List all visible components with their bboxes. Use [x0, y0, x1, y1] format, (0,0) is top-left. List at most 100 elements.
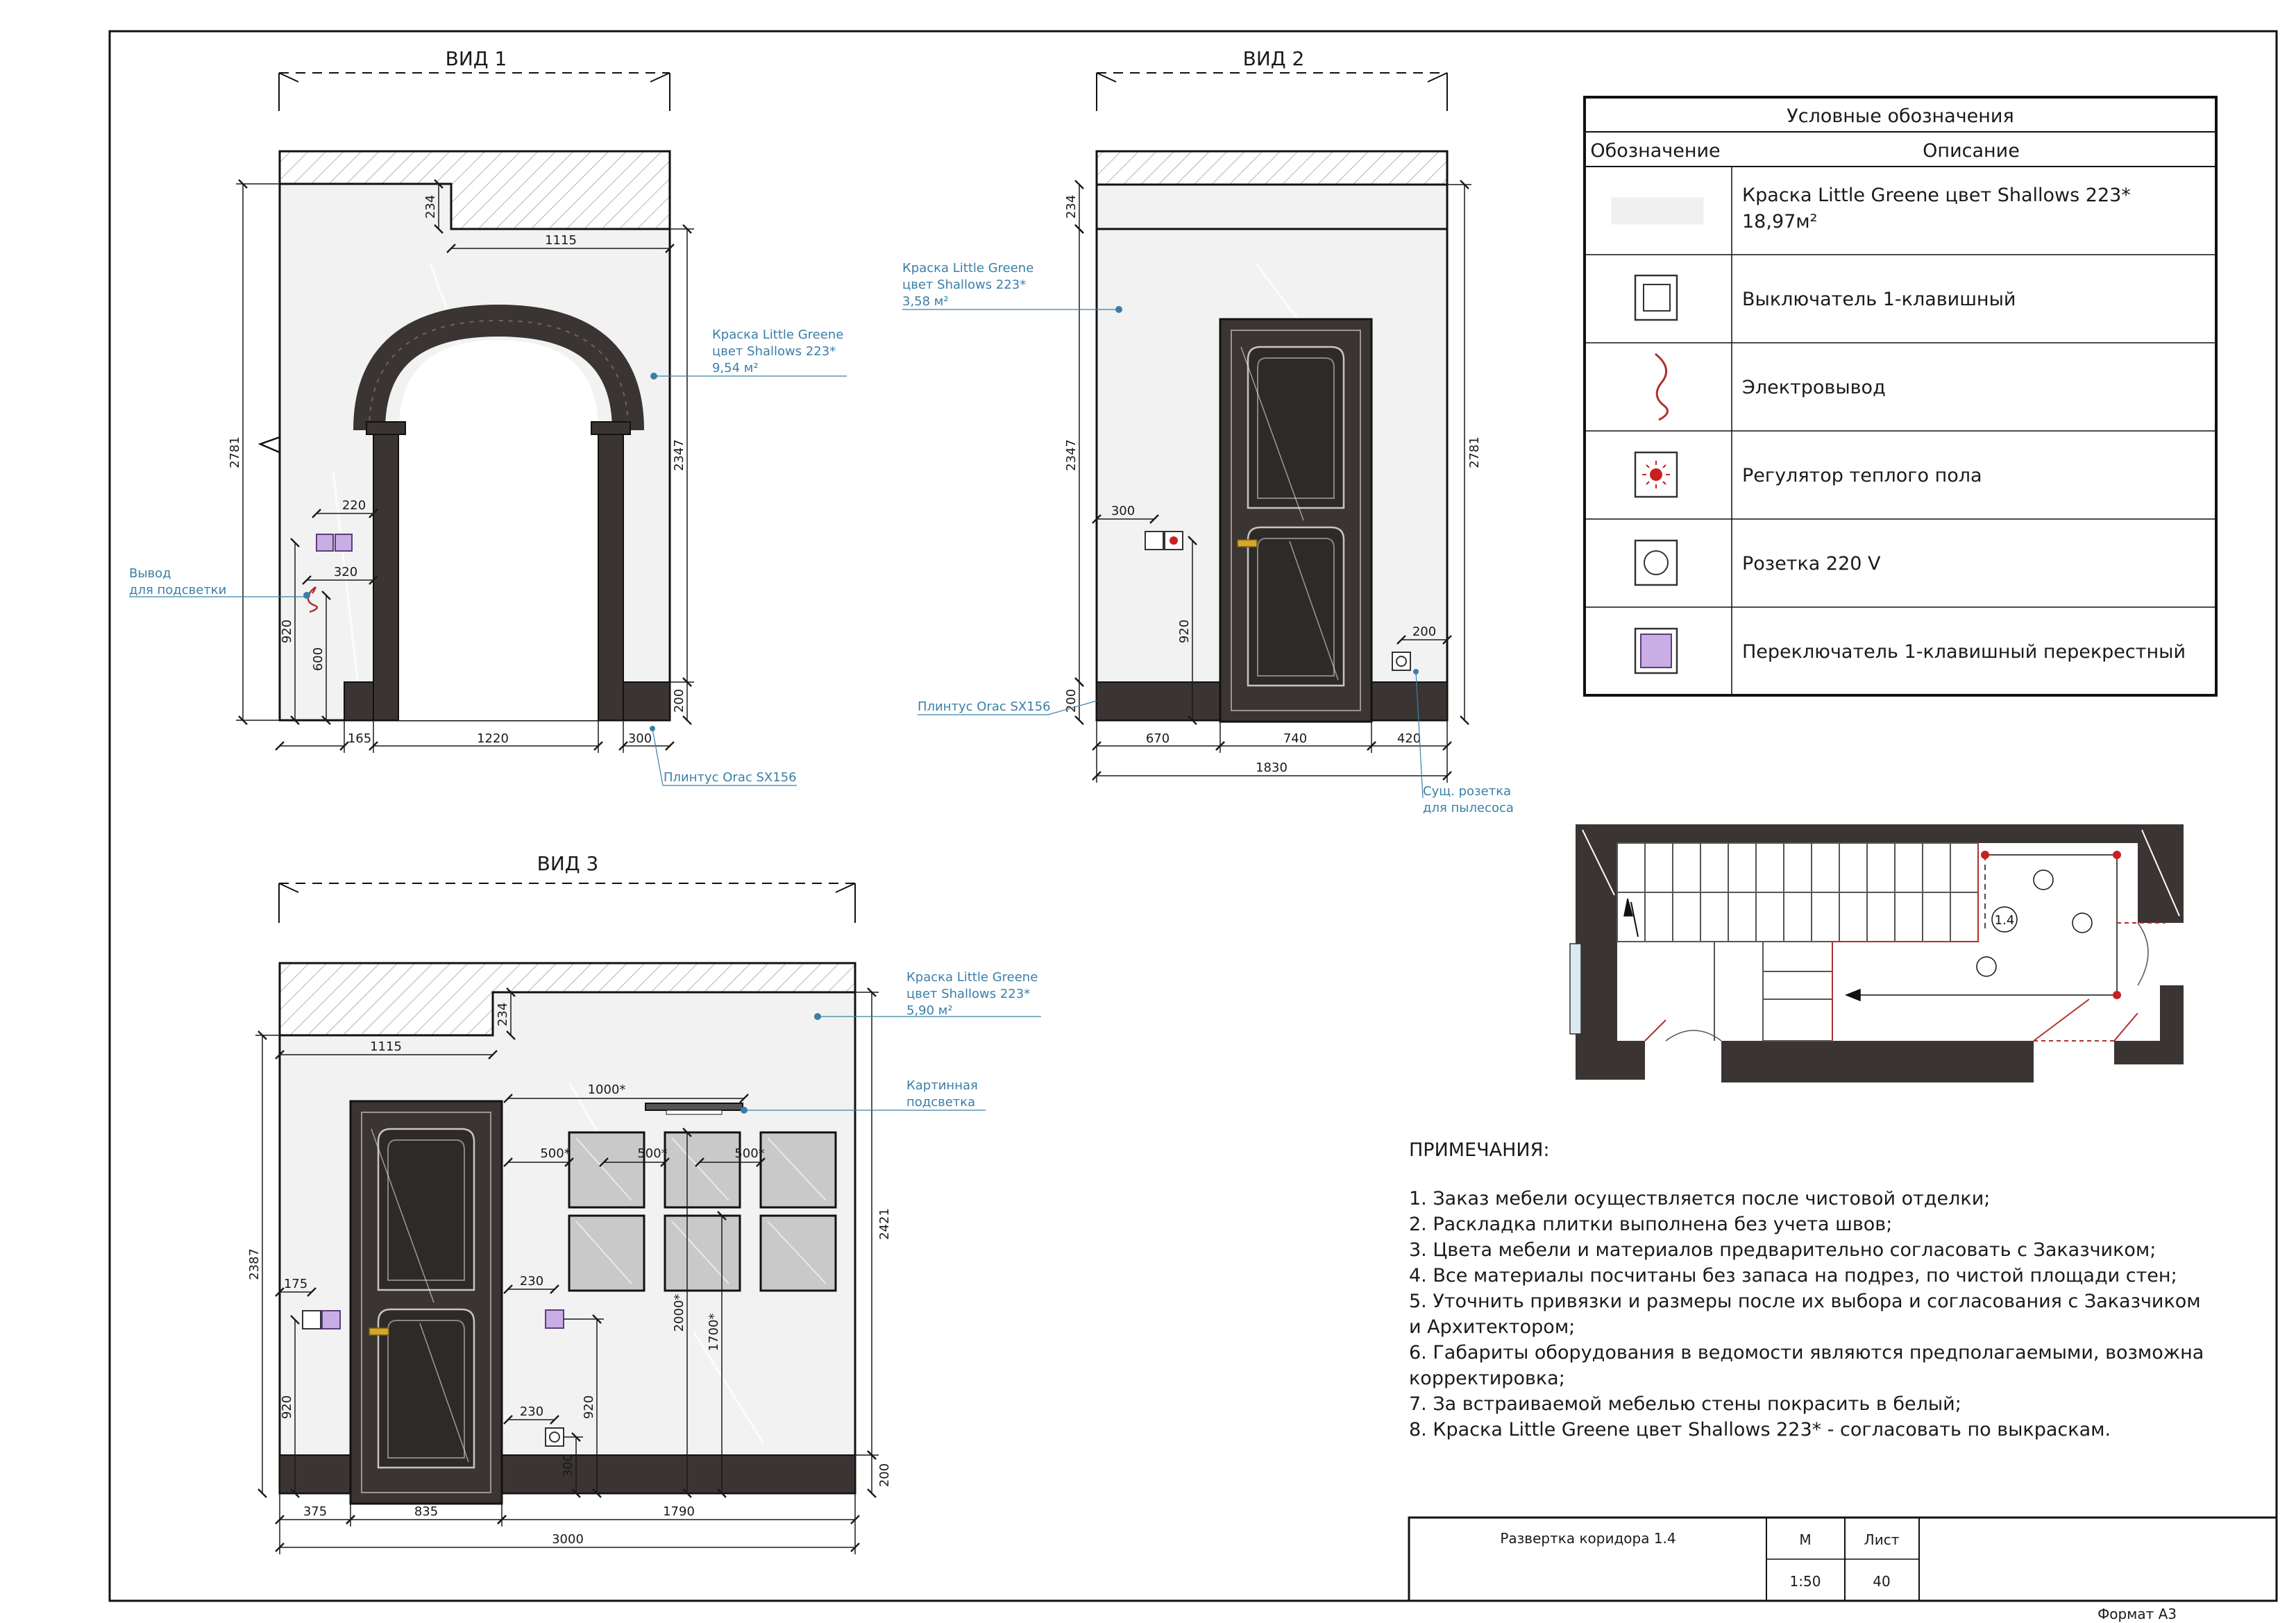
stairs: [1617, 842, 1979, 1042]
switch-single-icon: [302, 1310, 321, 1329]
dim-175: 175: [284, 1277, 307, 1291]
socket-220v-icon: [1392, 652, 1411, 671]
plinth: [344, 681, 374, 721]
view-3-title: ВИД 3: [537, 852, 599, 875]
dim-2000: 2000*: [672, 1294, 686, 1332]
dim-1790: 1790: [663, 1504, 695, 1519]
svg-text:цвет Shallows 223*: цвет Shallows 223*: [906, 987, 1030, 1001]
dim-375: 375: [303, 1504, 327, 1519]
switch-single-icon: [1145, 531, 1164, 550]
note-item: 6. Габариты оборудования в ведомости явл…: [1409, 1342, 2204, 1363]
svg-text:для пылесоса: для пылесоса: [1423, 801, 1514, 815]
crossover-switch-icon: [545, 1309, 564, 1329]
note-item: 8. Краска Little Greene цвет Shallows 22…: [1409, 1419, 2111, 1441]
dim-1830: 1830: [1256, 760, 1288, 775]
view-1-title: ВИД 1: [446, 47, 507, 70]
notes: ПРИМЕЧАНИЯ: 1. Заказ мебели осуществляет…: [1409, 1139, 2204, 1441]
view-1: ВИД 1: [129, 47, 847, 786]
title-block-sheet: 40: [1873, 1573, 1890, 1590]
plinth-label-v2: Плинтус Orac SX156: [918, 699, 1051, 714]
svg-text:для подсветки: для подсветки: [129, 583, 226, 597]
legend-table: Условные обозначения Обозначение Описани…: [1583, 96, 2218, 697]
plinth-label-v1: Плинтус Orac SX156: [664, 770, 797, 785]
sheet-frame: [108, 30, 2278, 1602]
title-block: Развертка коридора 1.4 М 1:50 Лист 40: [1408, 1516, 2278, 1602]
arch-jamb-left: [373, 424, 399, 721]
dim-230: 230: [520, 1274, 543, 1289]
svg-text:цвет Shallows 223*: цвет Shallows 223*: [902, 278, 1026, 292]
note-item: корректировка;: [1409, 1368, 1565, 1389]
legend-row-outlet: Электровывод: [1742, 377, 1886, 398]
dim-234: 234: [423, 195, 438, 219]
paint-label-v1: Краска Little Greene: [712, 328, 843, 342]
view-marker-3: [1976, 956, 1997, 977]
dim-3000: 3000: [552, 1532, 584, 1547]
light-label-v3: Картинная: [906, 1078, 978, 1093]
plinth: [623, 681, 670, 721]
svg-text:5,90 м²: 5,90 м²: [906, 1003, 953, 1018]
title-block-scale: 1:50: [1790, 1573, 1821, 1590]
legend-row-socket: Розетка 220 V: [1742, 553, 1881, 575]
dim-740: 740: [1283, 731, 1307, 746]
note-item: 1. Заказ мебели осуществляется после чис…: [1409, 1188, 1990, 1209]
svg-text:цвет Shallows 223*: цвет Shallows 223*: [712, 344, 836, 359]
note-item: и Архитектором;: [1409, 1316, 1575, 1338]
dim-300: 300: [561, 1454, 575, 1477]
crossover-switch-icon: [316, 534, 334, 552]
dim-1115: 1115: [370, 1039, 402, 1054]
dim-2781: 2781: [228, 436, 242, 468]
door-handle-icon: [369, 1327, 389, 1336]
dim-2387: 2387: [247, 1248, 262, 1280]
svg-text:3,58 м²: 3,58 м²: [902, 294, 949, 309]
paint-label-v3: Краска Little Greene: [906, 970, 1038, 985]
dim-1000: 1000*: [588, 1082, 626, 1097]
view-3: ВИД 3: [247, 852, 1041, 1554]
view-2: ВИД 2: [902, 47, 1514, 815]
picture-frame: [568, 1214, 645, 1292]
legend-col-desc: Описание: [1923, 140, 2020, 162]
socket-label-v2: Сущ. розетка: [1423, 784, 1511, 799]
title-block-name: Развертка коридора 1.4: [1500, 1530, 1675, 1547]
legend-col-symbol: Обозначение: [1590, 140, 1720, 162]
dim-920: 920: [1177, 620, 1192, 643]
dim-1115: 1115: [545, 233, 577, 248]
dim-670: 670: [1146, 731, 1170, 746]
dim-920: 920: [280, 1395, 294, 1419]
crossover-switch-icon: [335, 534, 353, 552]
dim-300: 300: [628, 731, 652, 746]
dim-1220: 1220: [477, 731, 509, 746]
dim-220: 220: [342, 498, 366, 513]
dim-200: 200: [877, 1463, 892, 1487]
electrical-outlet-wire-icon: [1655, 352, 1669, 421]
dim-2347: 2347: [1064, 439, 1079, 471]
dim-920b: 920: [582, 1395, 596, 1419]
picture-frame: [568, 1131, 645, 1209]
svg-text:подсветка: подсветка: [906, 1095, 975, 1110]
dim-500: 500*: [540, 1146, 570, 1161]
paint-label-v2: Краска Little Greene: [902, 261, 1033, 275]
dim-234: 234: [1064, 195, 1079, 219]
dim-200b: 200: [1412, 624, 1436, 639]
legend-row-switch: Выключатель 1-клавишный: [1742, 289, 2016, 310]
room-label: 1.4: [1995, 913, 2015, 928]
note-item: 2. Раскладка плитки выполнена без учета …: [1409, 1214, 1892, 1235]
electrical-outlet-wire-icon: [307, 586, 319, 613]
note-item: 7. За встраиваемой мебелью стены покраси…: [1409, 1393, 1961, 1415]
dim-230b: 230: [520, 1404, 543, 1419]
format-label: Формат А3: [2097, 1606, 2177, 1622]
dim-600: 600: [311, 647, 326, 671]
dim-420: 420: [1397, 731, 1421, 746]
dim-1700: 1700*: [707, 1314, 721, 1352]
door-view-2: [1219, 318, 1373, 723]
dim-500: 500*: [637, 1146, 667, 1161]
legend-row-regulator: Регулятор теплого пола: [1742, 465, 1982, 486]
paint-swatch-icon: [1611, 197, 1704, 225]
legend-title: Условные обозначения: [1787, 105, 2014, 127]
legend-row-crossover: Переключатель 1-клавишный перекрестный: [1742, 641, 2186, 663]
note-item: 4. Все материалы посчитаны без запаса на…: [1409, 1265, 2177, 1286]
note-item: 3. Цвета мебели и материалов предварител…: [1409, 1239, 2156, 1261]
door-handle-icon: [1237, 539, 1258, 547]
dim-835: 835: [414, 1504, 438, 1519]
view-2-title: ВИД 2: [1243, 47, 1305, 70]
